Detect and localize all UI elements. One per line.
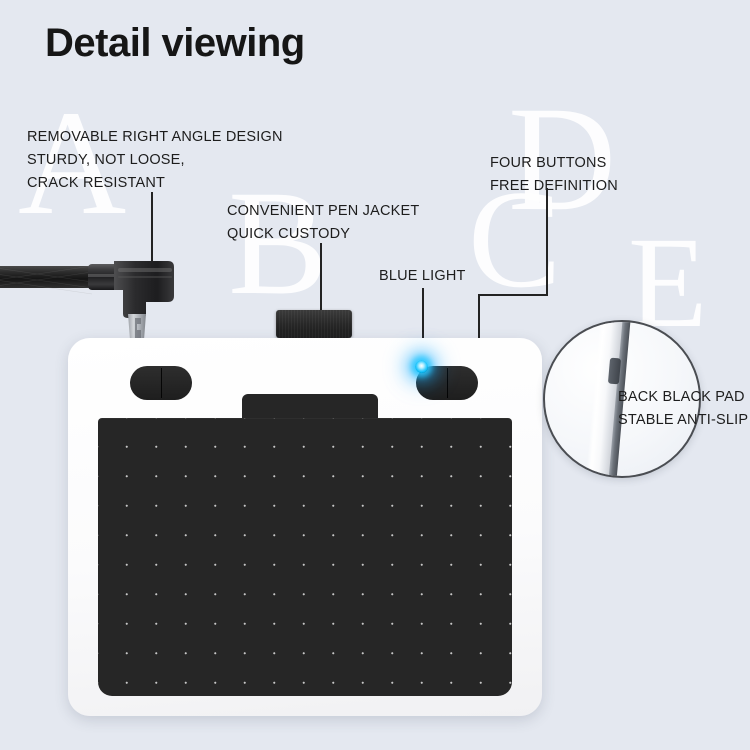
callout-a-line-1: REMOVABLE RIGHT ANGLE DESIGN [27, 129, 283, 145]
pen-jacket [276, 310, 352, 338]
leader-line-c [422, 288, 424, 350]
magnifier-inset [543, 320, 701, 478]
leader-line-b [320, 243, 322, 311]
callout-b-line-1: CONVENIENT PEN JACKET [227, 203, 420, 219]
button-pad-left[interactable] [130, 366, 192, 400]
callout-blue-light: BLUE LIGHT [379, 265, 466, 288]
button-pad-right[interactable] [416, 366, 478, 400]
callout-removable-right-angle-design: REMOVABLE RIGHT ANGLE DESIGN STURDY, NOT… [27, 126, 283, 195]
blue-light-led [415, 360, 428, 373]
callout-d-line-1: FOUR BUTTONS [490, 155, 607, 171]
callout-b-line-2: QUICK CUSTODY [227, 226, 351, 242]
active-area-notch [242, 394, 378, 420]
page-title: Detail viewing [45, 21, 305, 65]
side-button-nub [607, 357, 622, 385]
callout-d-line-2: FREE DEFINITION [490, 178, 618, 194]
callout-e-line-1: BACK BLACK PAD [618, 389, 745, 405]
leader-line-a [151, 192, 153, 264]
leader-line-d-vertical-upper [546, 188, 548, 296]
leader-line-d-horizontal [478, 294, 548, 296]
dot-grid-texture [98, 418, 512, 696]
drawing-tablet-body [68, 338, 542, 716]
callout-a-line-3: CRACK RESISTANT [27, 175, 166, 191]
callout-four-buttons: FOUR BUTTONS FREE DEFINITION [490, 152, 618, 198]
drawing-active-area[interactable] [98, 418, 512, 696]
callout-a-line-2: STURDY, NOT LOOSE, [27, 152, 185, 168]
usb-cable-icon [0, 261, 174, 343]
callout-e-line-2: STABLE ANTI-SLIP [618, 412, 749, 428]
callout-c-line-1: BLUE LIGHT [379, 268, 466, 284]
usb-cable-connector [0, 252, 206, 344]
callout-back-black-pad: BACK BLACK PAD STABLE ANTI-SLIP [618, 386, 748, 432]
callout-convenient-pen-jacket: CONVENIENT PEN JACKET QUICK CUSTODY [227, 200, 419, 246]
